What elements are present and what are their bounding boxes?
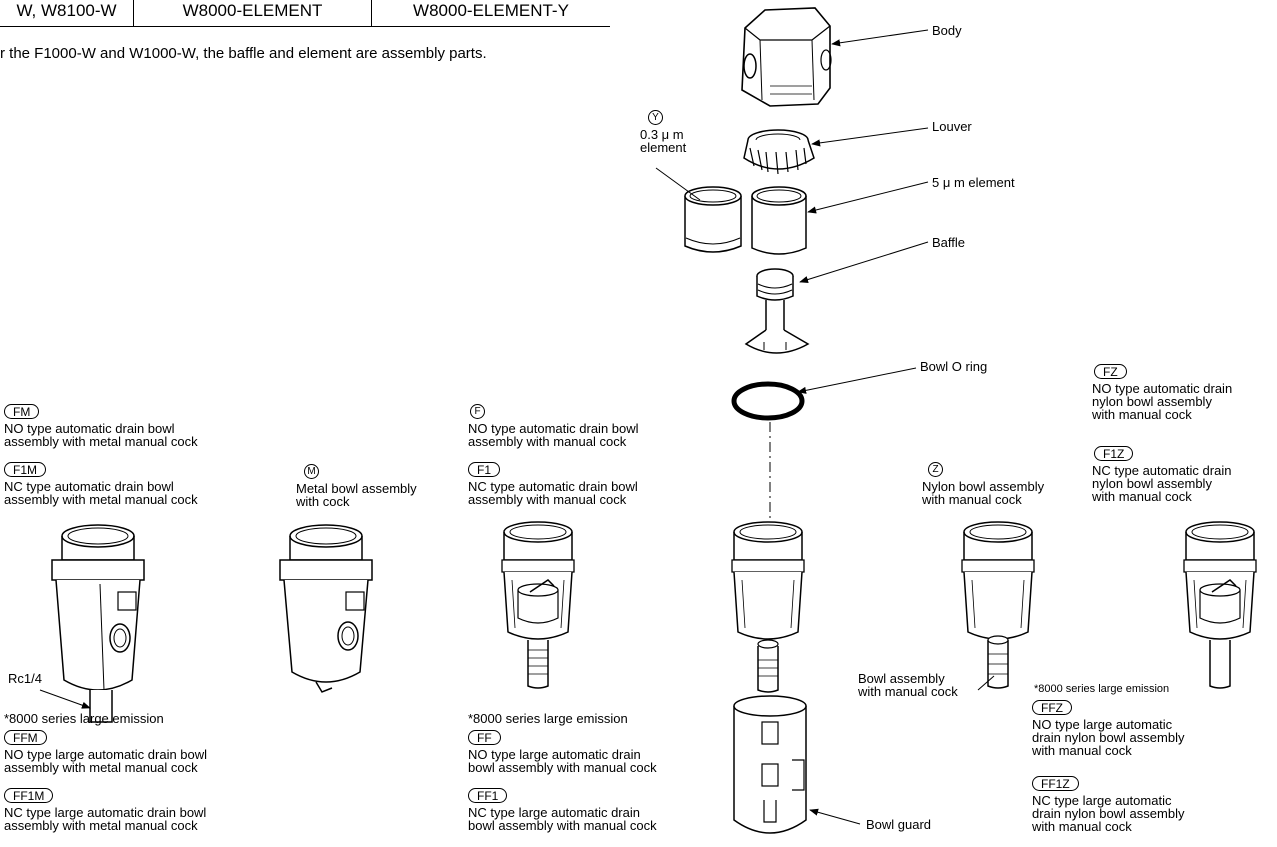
- m-text: Metal bowl assembly with cock: [296, 481, 417, 509]
- large-heading-right: *8000 series large emission: [1034, 683, 1170, 695]
- body-drawing: [741, 7, 832, 107]
- fm-text: NO type automatic drain bowl assembly wi…: [4, 421, 198, 449]
- f1-text: NC type automatic drain bowl assembly wi…: [468, 479, 638, 507]
- label-bowl-o-ring: Bowl O ring: [920, 359, 988, 374]
- code-f-badge: F: [470, 404, 485, 419]
- code-ff-badge: FF: [468, 730, 501, 745]
- ff1z-text: NC type large automatic drain nylon bowl…: [1032, 793, 1185, 834]
- label-bowl-guard: Bowl guard: [866, 817, 932, 832]
- ff1m-text: NC type large automatic drain bowl assem…: [4, 805, 207, 833]
- code-y-badge: Y: [648, 110, 663, 125]
- f1m-text: NC type automatic drain bowl assembly wi…: [4, 479, 198, 507]
- ff-text: NO type large automatic drain bowl assem…: [468, 747, 657, 775]
- large-heading-mid: *8000 series large emission: [468, 711, 628, 726]
- label-bowl-assembly: Bowl assembly with manual cock: [858, 671, 958, 699]
- z-text: Nylon bowl assembly with manual cock: [922, 479, 1045, 507]
- table-note: r the F1000-W and W1000-W, the baffle an…: [0, 45, 487, 62]
- code-z-badge: Z: [928, 462, 943, 477]
- table-cell-element-y: W8000-ELEMENT-Y: [413, 1, 569, 20]
- bowl-guard-drawing: [733, 695, 807, 834]
- model-table: W, W8100-W W8000-ELEMENT W8000-ELEMENT-Y: [0, 0, 610, 27]
- ffm-text: NO type large automatic drain bowl assem…: [4, 747, 208, 775]
- bowl-o-ring-drawing: [731, 381, 805, 421]
- code-ffm-badge: FFM: [4, 730, 47, 745]
- large-heading-left: *8000 series large emission: [4, 711, 164, 726]
- f1z-text: NC type automatic drain nylon bowl assem…: [1092, 463, 1232, 504]
- m-bowl-drawing: [279, 524, 373, 693]
- baffle-drawing: [744, 268, 810, 354]
- y-option-text: 0.3 μ m element: [640, 127, 687, 155]
- code-f1z-badge: F1Z: [1094, 446, 1134, 461]
- center-bowl-drawing: [731, 521, 805, 693]
- table-cell-element: W8000-ELEMENT: [134, 0, 372, 26]
- label-baffle: Baffle: [932, 235, 966, 250]
- ff1-text: NC type large automatic drain bowl assem…: [468, 805, 657, 833]
- fm-bowl-drawing: [51, 524, 145, 723]
- label-louver: Louver: [932, 119, 972, 134]
- code-ff1m-badge: FF1M: [4, 788, 54, 803]
- code-ff1z-badge: FF1Z: [1032, 776, 1079, 791]
- code-f1m-badge: F1M: [4, 462, 46, 477]
- fz-bowl-drawing: [1183, 521, 1257, 689]
- code-ffz-badge: FFZ: [1032, 700, 1072, 715]
- element-5-drawing: [751, 186, 807, 255]
- label-5um-element: 5 μ m element: [932, 175, 1015, 190]
- code-fz-badge: FZ: [1094, 364, 1127, 379]
- label-body: Body: [932, 23, 962, 38]
- louver-drawing: [743, 129, 815, 175]
- code-fm-badge: FM: [4, 404, 40, 419]
- f-text: NO type automatic drain bowl assembly wi…: [468, 421, 639, 449]
- code-f1-badge: F1: [468, 462, 501, 477]
- code-ff1-badge: FF1: [468, 788, 508, 803]
- element-0-3-drawing: [684, 186, 742, 253]
- label-rc: Rc1/4: [8, 671, 42, 686]
- ffz-text: NO type large automatic drain nylon bowl…: [1032, 717, 1185, 758]
- table-cell-model: W, W8100-W: [0, 0, 134, 26]
- code-m-badge: M: [304, 464, 319, 479]
- fz-text: NO type automatic drain nylon bowl assem…: [1092, 381, 1233, 422]
- z-bowl-drawing: [961, 521, 1035, 689]
- f-bowl-drawing: [501, 521, 575, 689]
